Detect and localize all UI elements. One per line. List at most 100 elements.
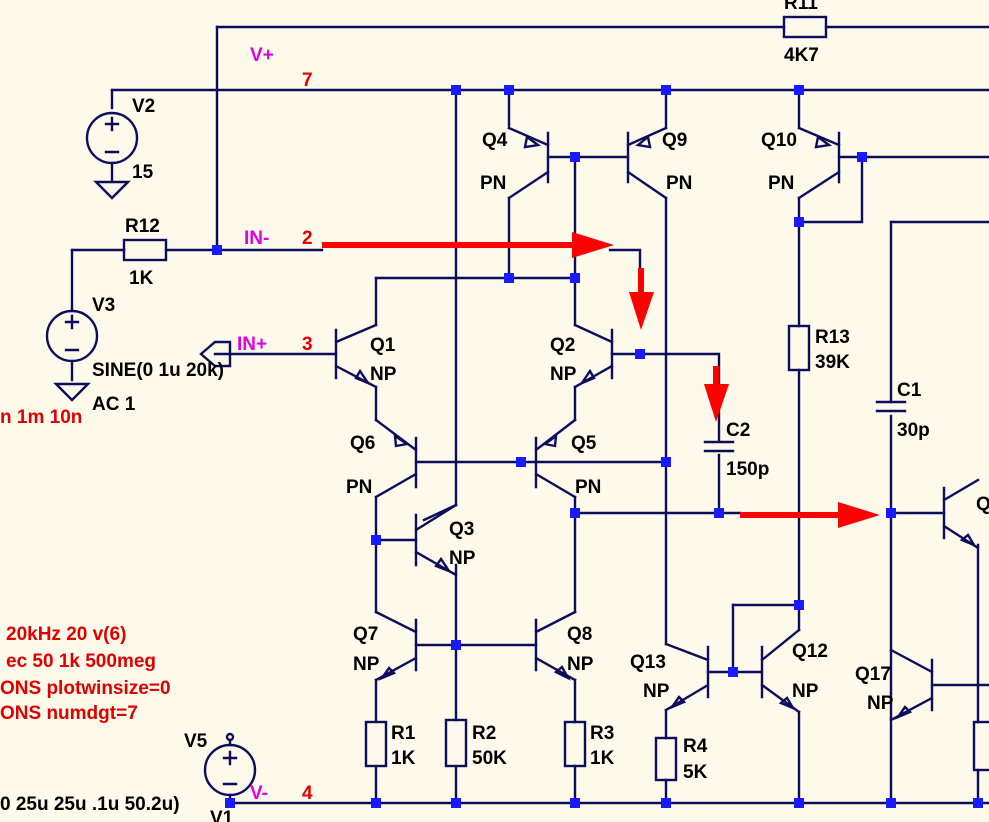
transistor-q17[interactable]	[889, 648, 934, 722]
directive-tran: n 1m 10n	[0, 407, 82, 428]
r13-name: R13	[815, 327, 850, 348]
net-label-vplus: V+	[250, 45, 274, 66]
r4-name: R4	[683, 736, 708, 757]
transistor-q3[interactable]	[414, 503, 458, 577]
transistor-q7[interactable]	[374, 610, 418, 682]
transistor-q6[interactable]	[374, 418, 418, 499]
q6-type: PN	[346, 477, 372, 498]
transistor-q4[interactable]	[507, 126, 550, 200]
resistor-r13[interactable]	[787, 324, 811, 372]
r3-value: 1K	[590, 748, 615, 769]
directive-options-1: ONS plotwinsize=0	[0, 678, 171, 699]
q7-type: NP	[353, 654, 380, 675]
v2-value: 15	[132, 162, 154, 183]
directive-pulse: 0 25u 25u .1u 50.2u)	[0, 794, 180, 815]
transistor-q10[interactable]	[797, 126, 841, 200]
q2-type: NP	[550, 364, 577, 385]
v5-name: V5	[184, 731, 208, 752]
c2-value: 150p	[726, 459, 769, 480]
q9-name: Q9	[662, 130, 687, 151]
transistor-q1[interactable]	[334, 323, 378, 389]
q12-name: Q12	[792, 641, 828, 662]
transistor-q12[interactable]	[760, 628, 801, 714]
resistor-r4[interactable]	[654, 736, 678, 782]
v3-ac: AC 1	[92, 394, 136, 415]
r2-value: 50K	[472, 748, 507, 769]
directive-four: 20kHz 20 v(6)	[6, 624, 126, 645]
r11-name: R11	[784, 0, 818, 14]
q9-type: PN	[666, 173, 692, 194]
net-label-in-minus: IN-	[244, 228, 269, 249]
q8-name: Q8	[567, 624, 592, 645]
c1-value: 30p	[897, 420, 930, 441]
net-label-vminus: V-	[250, 783, 268, 804]
capacitor-c1[interactable]	[875, 400, 907, 413]
r4-value: 5K	[683, 762, 708, 783]
r1-name: R1	[391, 723, 416, 744]
v2-name: V2	[132, 96, 155, 117]
q13-type: NP	[643, 681, 670, 702]
q6-name: Q6	[350, 433, 375, 454]
r3-name: R3	[590, 723, 614, 744]
q3-type: NP	[449, 548, 476, 569]
r12-name: R12	[125, 216, 160, 237]
node-number-7: 7	[302, 70, 313, 91]
transistor-q8[interactable]	[534, 610, 577, 682]
r1-value: 1K	[391, 748, 416, 769]
capacitor-c2[interactable]	[703, 440, 735, 453]
voltage-source-v3[interactable]	[45, 309, 99, 402]
node-number-4: 4	[302, 783, 313, 804]
voltage-source-v2[interactable]	[85, 111, 139, 200]
transistor-q9[interactable]	[626, 126, 668, 200]
resistor-r11[interactable]	[782, 15, 828, 39]
r11-value: 4K7	[784, 45, 819, 66]
q5-name: Q5	[571, 433, 597, 454]
directive-ac: ec 50 1k 500meg	[6, 651, 156, 672]
r12-value: 1K	[129, 268, 154, 289]
annotation-arrow-in-minus	[322, 232, 614, 258]
q5-type: PN	[575, 477, 601, 498]
q17-type: NP	[867, 693, 894, 714]
annotation-arrow-down-q2	[629, 268, 654, 330]
q1-name: Q1	[370, 335, 396, 356]
q8-type: NP	[567, 654, 594, 675]
annotation-arrow-down-c2	[704, 366, 729, 422]
c1-name: C1	[897, 380, 922, 401]
v3-name: V3	[92, 295, 115, 316]
transistor-q13[interactable]	[664, 642, 710, 712]
q7-name: Q7	[353, 624, 378, 645]
resistor-r2[interactable]	[444, 718, 468, 768]
annotation-arrow-to-c1	[740, 502, 880, 528]
q13-name: Q13	[630, 652, 666, 673]
junctions	[212, 85, 983, 808]
q17-name: Q17	[855, 664, 891, 685]
net-label-in-plus: IN+	[237, 334, 267, 355]
c2-name: C2	[726, 420, 750, 441]
q4-name: Q4	[482, 130, 508, 151]
resistor-right-edge[interactable]	[972, 720, 989, 772]
q12-type: NP	[792, 681, 819, 702]
node-number-3: 3	[302, 334, 313, 355]
resistor-r12[interactable]	[122, 238, 168, 262]
resistor-r1[interactable]	[364, 720, 388, 768]
q10-name: Q10	[761, 130, 797, 151]
r2-name: R2	[472, 723, 496, 744]
wires	[70, 25, 989, 805]
q3-name: Q3	[449, 519, 474, 540]
q4-type: PN	[480, 173, 506, 194]
transistor-q2[interactable]	[573, 323, 614, 389]
q2-name: Q2	[550, 335, 575, 356]
v3-value: SINE(0 1u 20k)	[92, 360, 224, 381]
transistor-q-edge[interactable]	[942, 478, 980, 550]
q10-type: PN	[768, 173, 794, 194]
voltage-source-v5[interactable]	[203, 732, 257, 805]
q-edge-name: Q	[976, 494, 989, 515]
input-port-in-plus[interactable]	[199, 340, 232, 368]
r13-value: 39K	[815, 352, 850, 373]
resistor-r3[interactable]	[563, 720, 587, 768]
directive-options-2: ONS numdgt=7	[0, 703, 138, 724]
v1-name: V1	[210, 808, 234, 822]
transistor-q5[interactable]	[534, 418, 577, 499]
node-number-2: 2	[302, 228, 313, 249]
